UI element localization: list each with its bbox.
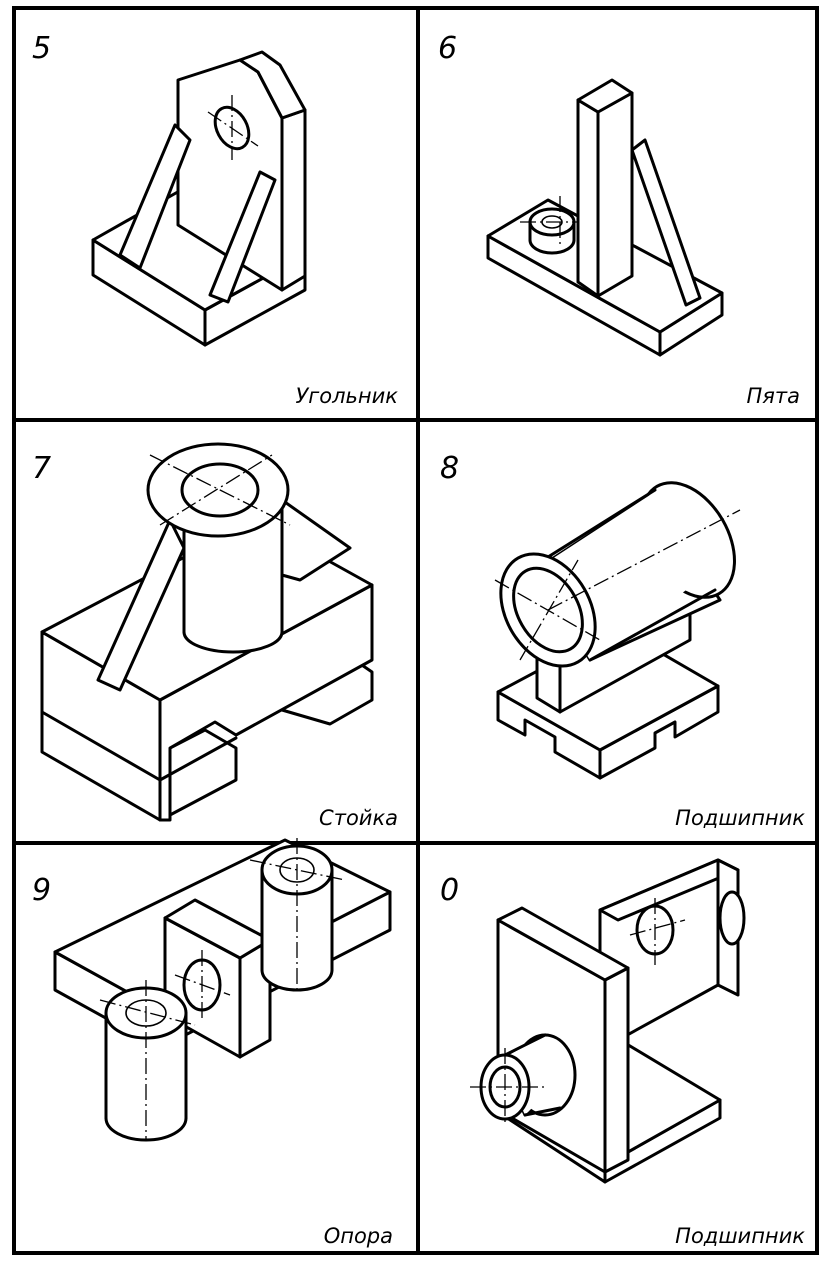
stand-part [40, 442, 374, 822]
cell-number: 9 [32, 873, 51, 908]
cell-caption: Подшипник [675, 806, 805, 830]
support-part [53, 838, 392, 1142]
cell-number: 8 [440, 451, 459, 486]
cell-number: 5 [32, 31, 51, 66]
cell-6: 6 Пята [438, 31, 800, 408]
bearing-part-1 [494, 481, 741, 780]
grid-frame [12, 6, 819, 1255]
cell-caption: Опора [324, 1224, 393, 1248]
angle-bracket-part [91, 50, 307, 347]
cell-8: 8 Подшипник [440, 451, 805, 830]
cell-number: 6 [438, 31, 457, 66]
cell-caption: Подшипник [675, 1224, 805, 1248]
cell-caption: Стойка [319, 806, 398, 830]
cell-number: 7 [32, 451, 51, 486]
bearing-part-2 [470, 858, 746, 1184]
cell-7: 7 Стойка [32, 442, 398, 830]
cell-caption: Угольник [295, 384, 398, 408]
cell-9: 9 Опора [32, 838, 393, 1248]
cell-caption: Пята [746, 384, 800, 408]
heel-part [486, 78, 724, 357]
cell-5: 5 Угольник [32, 31, 398, 408]
cell-number: 0 [440, 873, 459, 908]
cell-0: 0 Подшипник [440, 858, 805, 1248]
